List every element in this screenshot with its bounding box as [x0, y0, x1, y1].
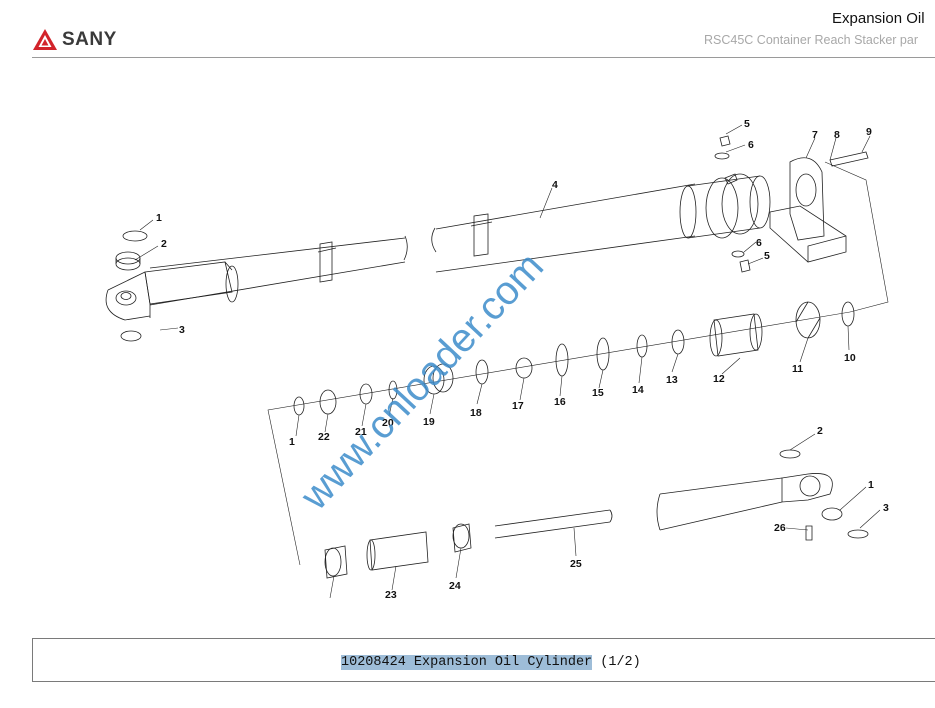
page-title: Expansion Oil [832, 10, 925, 27]
callout-3: 3 [179, 324, 185, 336]
callout-20: 20 [382, 417, 394, 429]
watermark-text: www.cnloader.com [292, 244, 552, 519]
brand-logo: SANY [32, 28, 117, 52]
callout-5b: 5 [764, 250, 770, 262]
callout-13: 13 [666, 374, 678, 386]
callout-23: 23 [385, 589, 397, 601]
callout-24: 24 [449, 580, 461, 592]
callout-25: 25 [570, 558, 582, 570]
caption-page: (1/2) [592, 655, 641, 670]
caption-part-name: 10208424 Expansion Oil Cylinder [341, 655, 593, 670]
callout-26: 26 [774, 522, 786, 534]
callout-14: 14 [632, 384, 644, 396]
callout-8: 8 [834, 129, 840, 141]
brand-name: SANY [62, 29, 117, 50]
callout-1d: 1 [868, 479, 874, 491]
callout-3c: 3 [883, 502, 889, 514]
callout-2: 2 [161, 238, 167, 250]
callout-1c: 1 [289, 436, 295, 448]
callout-4: 4 [552, 179, 558, 191]
callout-22: 22 [318, 431, 330, 443]
callout-7: 7 [812, 129, 818, 141]
callout-18: 18 [470, 407, 482, 419]
callout-17: 17 [512, 400, 524, 412]
callout-11: 11 [792, 363, 803, 375]
exploded-parts-diagram: 1 2 3 4 5 6 7 8 9 6 5 10 11 12 13 14 15 … [105, 118, 889, 601]
callout-2c: 2 [817, 425, 823, 437]
callout-labels: 1 2 3 4 5 6 7 8 9 6 5 10 11 12 13 14 15 … [156, 118, 889, 601]
callout-19: 19 [423, 416, 435, 428]
diagram-caption: 10208424 Expansion Oil Cylinder (1/2) [341, 655, 641, 670]
callout-5: 5 [744, 118, 750, 130]
callout-1: 1 [156, 212, 162, 224]
caption-frame [32, 638, 935, 682]
callout-10: 10 [844, 352, 856, 364]
callout-6: 6 [748, 139, 754, 151]
sany-logo-icon [33, 29, 57, 50]
callout-9: 9 [866, 126, 872, 138]
callout-6b: 6 [756, 237, 762, 249]
header-divider [32, 57, 935, 58]
callout-15: 15 [592, 387, 604, 399]
callout-16: 16 [554, 396, 566, 408]
page-subtitle: RSC45C Container Reach Stacker par [704, 33, 918, 47]
callout-12: 12 [713, 373, 725, 385]
callout-21: 21 [355, 426, 367, 438]
